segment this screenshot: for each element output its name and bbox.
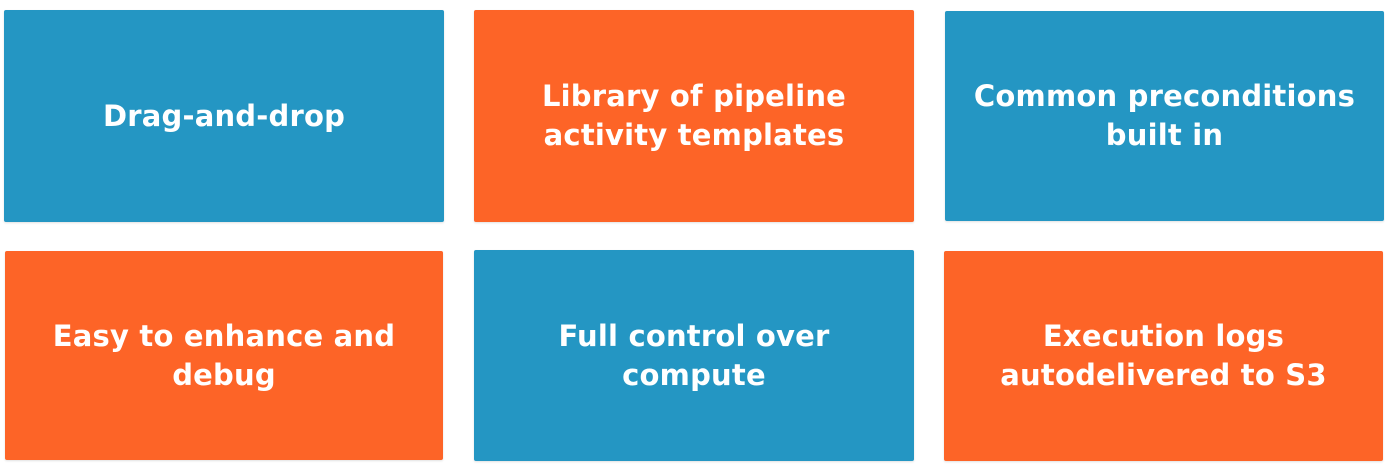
feature-tile-label: Common preconditions built in	[973, 79, 1356, 152]
feature-tile-preconditions: Common preconditions built in	[945, 11, 1384, 221]
feature-tile-label: Drag-and-drop	[102, 98, 346, 133]
feature-tile-control-compute: Full control over compute	[474, 250, 914, 461]
feature-tile-execution-logs: Execution logs autodelivered to S3	[944, 251, 1383, 461]
feature-tile-label: Execution logs autodelivered to S3	[1000, 319, 1327, 392]
feature-tile-enhance-debug: Easy to enhance and debug	[5, 251, 443, 460]
feature-tile-label: Full control over compute	[558, 318, 830, 392]
feature-tile-label: Library of pipeline activity templates	[541, 79, 847, 152]
feature-tile-drag-and-drop: Drag-and-drop	[4, 10, 444, 222]
feature-tile-label: Easy to enhance and debug	[52, 318, 396, 392]
feature-tile-activity-templates: Library of pipeline activity templates	[474, 10, 914, 222]
